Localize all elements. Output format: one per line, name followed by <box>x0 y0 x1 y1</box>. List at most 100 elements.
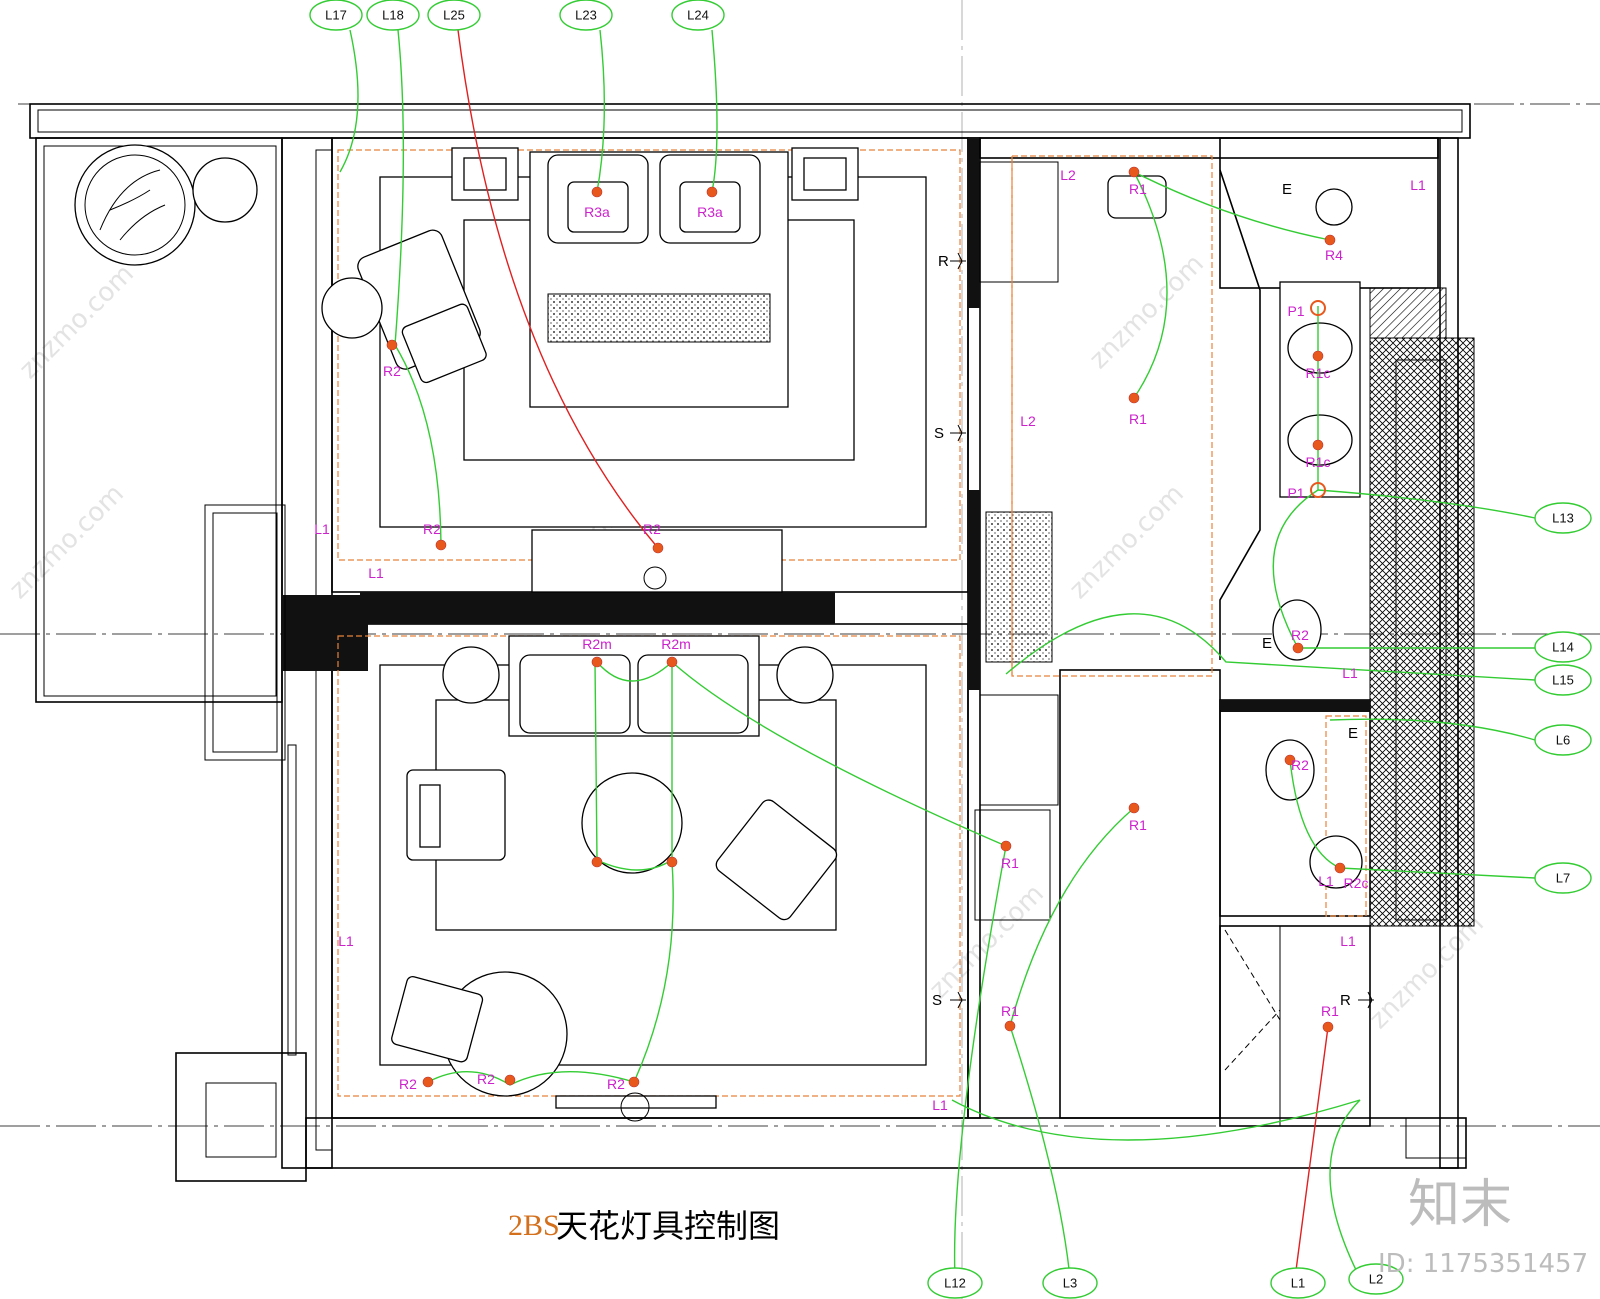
light-fixture <box>666 856 678 868</box>
svg-text:P1: P1 <box>1287 485 1304 501</box>
circuit-tag: L3 <box>1042 1267 1098 1299</box>
light-fixture: R2 <box>423 521 447 551</box>
light-fixture: R1 <box>1321 1003 1339 1033</box>
watermark-brand: 知末 <box>1408 1175 1512 1235</box>
svg-text:L14: L14 <box>1552 639 1574 654</box>
living-room-furniture <box>379 635 927 1122</box>
light-fixture: R1 <box>1128 802 1147 833</box>
circuit-label: L1 <box>1340 933 1356 949</box>
circuit-tag: L2 <box>1348 1263 1404 1295</box>
svg-text:R3a: R3a <box>584 204 610 220</box>
svg-text:R2: R2 <box>423 521 441 537</box>
bathroom-fixtures <box>1107 169 1370 1071</box>
svg-text:P1: P1 <box>1287 303 1304 319</box>
switch-label: S <box>932 992 942 1009</box>
drawing-title: 2BS 天花灯具控制图 <box>508 1207 780 1245</box>
switch-label: E <box>1282 181 1292 198</box>
light-fixture: R2m <box>661 636 691 668</box>
watermark-site-text: znzmo.com <box>14 259 140 385</box>
light-fixture: R1c <box>1306 350 1331 381</box>
circuit-label: L1 <box>932 1097 948 1113</box>
svg-text:R1c: R1c <box>1306 454 1331 470</box>
circuit-tag: L18 <box>366 0 420 31</box>
watermark-site-text: znzmo.com <box>1064 479 1190 605</box>
light-fixture: R1 <box>1000 840 1019 871</box>
svg-text:L6: L6 <box>1556 732 1570 747</box>
light-fixtures: R3a R3a R2 R2 R2 R1 R1 R4 P1 R1c R1c P1 … <box>383 166 1369 1092</box>
svg-text:R1c: R1c <box>1306 365 1331 381</box>
svg-text:R2: R2 <box>1291 627 1309 643</box>
svg-text:R1: R1 <box>1129 411 1147 427</box>
svg-text:R2: R2 <box>383 363 401 379</box>
title-prefix: 2BS <box>508 1209 560 1242</box>
circuit-tag: L13 <box>1534 502 1592 534</box>
balcony-planters <box>74 144 258 266</box>
light-fixture: R2 <box>1291 627 1309 654</box>
circuit-tag: L17 <box>309 0 363 31</box>
circuit-tag: L7 <box>1534 862 1592 894</box>
watermark-site-text: znzmo.com <box>924 879 1050 1005</box>
svg-text:R1: R1 <box>1129 181 1147 197</box>
circuit-tag: L12 <box>927 1267 983 1299</box>
svg-text:R2: R2 <box>399 1076 417 1092</box>
svg-text:R2c: R2c <box>1344 875 1369 891</box>
svg-text:L18: L18 <box>382 7 404 22</box>
watermark-site-text: znzmo.com <box>1084 249 1210 375</box>
switch-label: R <box>938 253 949 270</box>
svg-text:R2m: R2m <box>582 636 612 652</box>
circuit-label: L2 <box>1020 413 1036 429</box>
svg-text:R3a: R3a <box>697 204 723 220</box>
light-fixture: P1 <box>1287 482 1326 501</box>
switch-label: E <box>1348 725 1358 742</box>
light-fixture: R2 <box>607 1076 640 1092</box>
circuit-label: L1 <box>338 933 354 949</box>
switch-label: S <box>934 425 944 442</box>
svg-text:L15: L15 <box>1552 672 1574 687</box>
svg-text:L24: L24 <box>687 7 709 22</box>
switch-label: E <box>1262 635 1272 652</box>
svg-text:L1: L1 <box>1291 1275 1305 1290</box>
light-fixture: R3a <box>584 186 610 220</box>
light-fixture: R2 <box>383 339 401 379</box>
svg-text:R1: R1 <box>1129 817 1147 833</box>
circuit-tag: L14 <box>1534 631 1592 663</box>
light-fixture: R1 <box>1001 1003 1019 1032</box>
corner-watermark: 知末 ID: 1175351457 <box>1378 1175 1588 1279</box>
circuit-tag: L1 <box>1270 1267 1326 1299</box>
svg-text:R1: R1 <box>1321 1003 1339 1019</box>
light-fixture: R2c <box>1334 862 1369 891</box>
svg-text:R2m: R2m <box>661 636 691 652</box>
light-fixture: R1c <box>1306 439 1331 470</box>
circuit-tag: L24 <box>671 0 725 31</box>
circuit-label: L1 <box>314 521 330 537</box>
circuit-tags: L17 L18 L25 L23 L24 L13 L14 L15 L6 L7 L1… <box>309 0 1592 1299</box>
circuit-tag: L15 <box>1534 664 1592 696</box>
svg-text:L23: L23 <box>575 7 597 22</box>
svg-text:L12: L12 <box>944 1275 966 1290</box>
svg-text:L2: L2 <box>1369 1271 1383 1286</box>
svg-text:R2: R2 <box>643 521 661 537</box>
light-fixture: R4 <box>1324 234 1343 263</box>
circuit-label: L1 <box>1342 665 1358 681</box>
watermark-id: ID: 1175351457 <box>1378 1249 1588 1279</box>
svg-text:L25: L25 <box>443 7 465 22</box>
svg-text:R2: R2 <box>607 1076 625 1092</box>
light-fixture: R2 <box>643 521 664 554</box>
circuit-labels: L1 L1 L1 L1 L1 L2 L2 L1 L1 L1 <box>314 167 1426 1113</box>
watermark-site-text: znzmo.com <box>1364 909 1490 1035</box>
svg-text:R1: R1 <box>1001 1003 1019 1019</box>
circuit-label: L2 <box>1060 167 1076 183</box>
light-fixture: R1 <box>1128 392 1147 427</box>
svg-text:L13: L13 <box>1552 510 1574 525</box>
circuit-tag: L25 <box>427 0 481 31</box>
switch-markers: R S S R E E E <box>932 181 1374 1009</box>
svg-text:L3: L3 <box>1063 1275 1077 1290</box>
svg-text:L7: L7 <box>1556 870 1570 885</box>
light-fixture: R2 <box>399 1076 434 1092</box>
light-fixture: R2 <box>477 1071 516 1087</box>
light-fixture: P1 <box>1287 300 1326 319</box>
light-fixture: R2m <box>582 636 612 668</box>
bedroom-furniture <box>321 147 927 593</box>
light-fixture: R1 <box>1128 166 1147 197</box>
